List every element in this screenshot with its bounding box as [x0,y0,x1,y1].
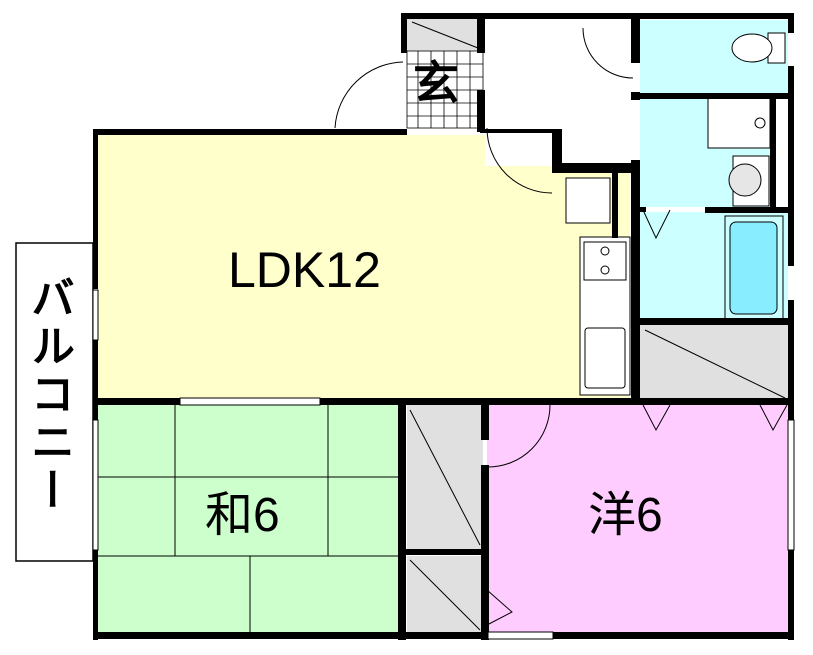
room-label-washitsu: 和6 [205,489,280,542]
ldk-floor [97,135,630,398]
entrance-tile [406,50,484,129]
room-label-youshitsu: 洋6 [588,489,663,542]
windows [92,289,795,640]
washbasin-fixture [707,97,771,207]
toilet-fixture [731,32,786,64]
balcony-area [15,242,94,562]
door-swings [334,27,788,626]
bathtub [729,221,778,315]
room-label-entrance: 玄 [413,57,459,109]
room-label-balcony: バルコニー [24,275,73,515]
room-label-ldk: LDK12 [228,242,381,298]
kitchen-counter [565,177,631,396]
tatami-lines [97,405,402,634]
